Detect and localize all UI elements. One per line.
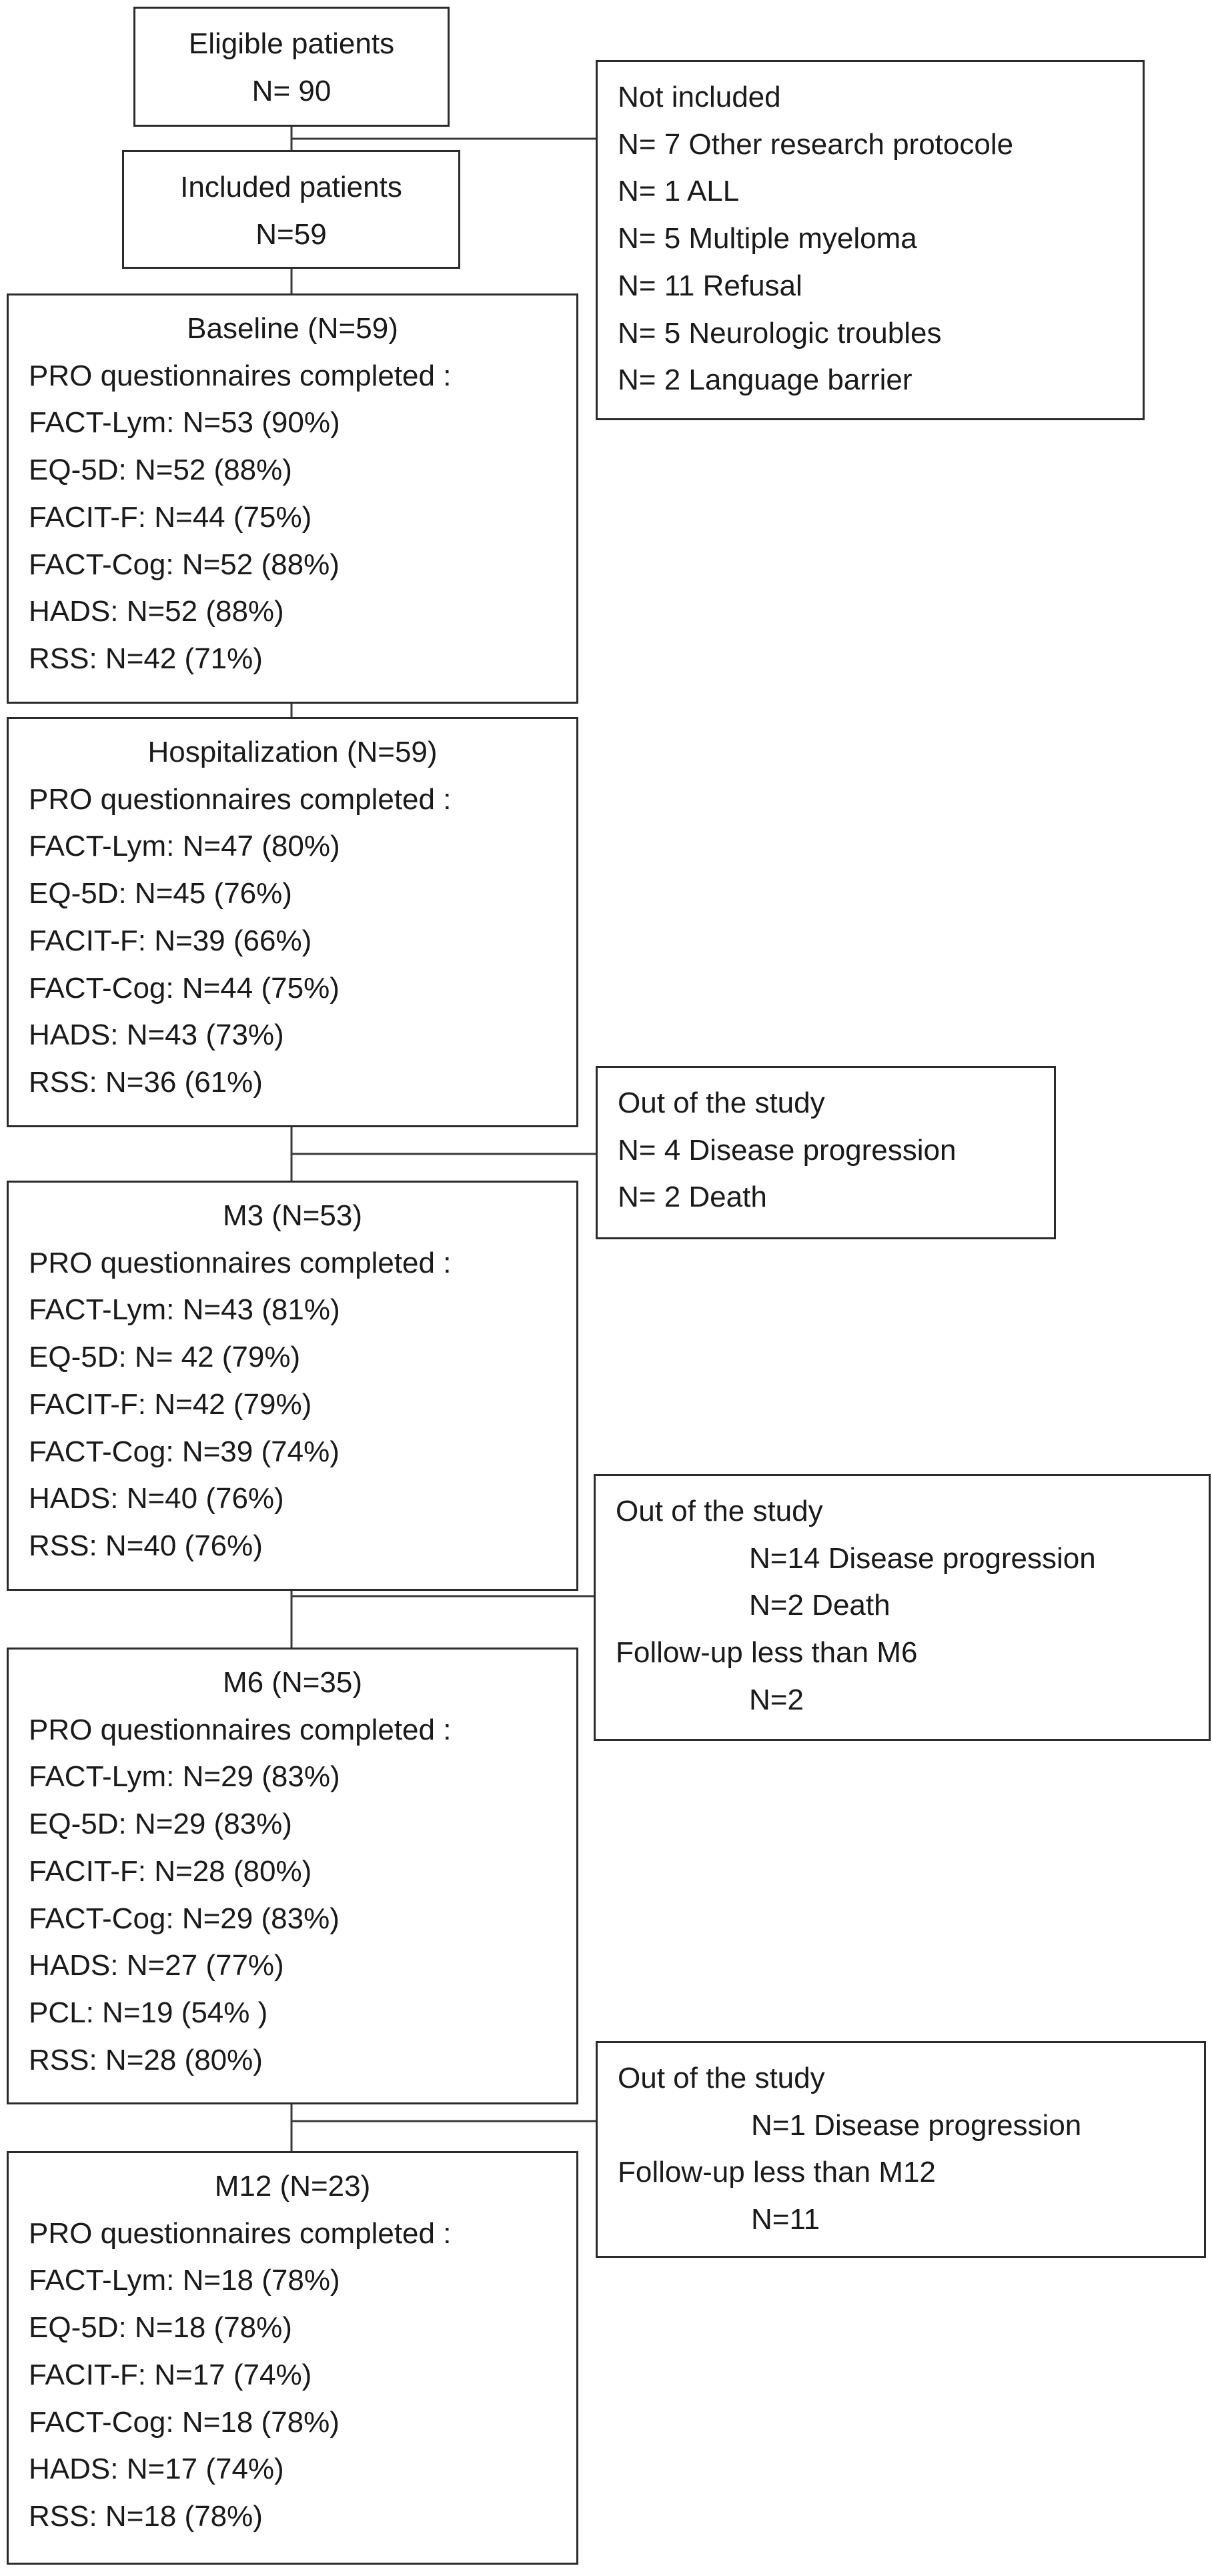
out-of-study-title: Out of the study [616, 1495, 823, 1527]
follow-up-count: N=11 [751, 2203, 820, 2236]
out-of-study-box-2: Out of the study N=14 Disease progressio… [594, 1474, 1211, 1741]
hospitalization-subtitle: PRO questionnaires completed : [29, 782, 452, 816]
questionnaire-item: FACT-Lym: N=47 (80%) [29, 830, 340, 863]
follow-up-label: Follow-up less than M6 [616, 1636, 918, 1670]
follow-up-count: N=2 [749, 1683, 804, 1716]
questionnaire-item: RSS: N=18 (78%) [29, 2499, 263, 2533]
m6-title: M6 (N=35) [222, 1666, 363, 1699]
questionnaire-item: EQ-5D: N=29 (83%) [29, 1808, 292, 1841]
eligible-count: N= 90 [251, 74, 332, 107]
questionnaire-item: FACT-Lym: N=29 (83%) [29, 1760, 340, 1794]
eligible-box: Eligible patients N= 90 [133, 7, 450, 127]
questionnaire-item: FACT-Lym: N=18 (78%) [29, 2264, 340, 2297]
questionnaire-item: HADS: N=17 (74%) [29, 2453, 284, 2486]
out-of-study-item: N=14 Disease progression [749, 1541, 1096, 1575]
questionnaire-item: HADS: N=52 (88%) [29, 595, 284, 628]
follow-up-label: Follow-up less than M12 [618, 2156, 936, 2189]
baseline-subtitle: PRO questionnaires completed : [29, 359, 452, 392]
questionnaire-item: FACIT-F: N=28 (80%) [29, 1854, 312, 1888]
questionnaire-item: FACIT-F: N=44 (75%) [29, 500, 312, 534]
m3-title: M3 (N=53) [222, 1199, 363, 1232]
m12-subtitle: PRO questionnaires completed : [29, 2216, 452, 2250]
questionnaire-item: EQ-5D: N= 42 (79%) [29, 1341, 301, 1374]
exclusion-item: N= 5 Neurologic troubles [618, 316, 942, 350]
baseline-box: Baseline (N=59) PRO questionnaires compl… [7, 293, 578, 704]
questionnaire-item: FACT-Cog: N=44 (75%) [29, 971, 340, 1005]
questionnaire-item: RSS: N=40 (76%) [29, 1529, 263, 1562]
included-title: Included patients [180, 171, 402, 203]
questionnaire-item: FACT-Cog: N=39 (74%) [29, 1435, 340, 1468]
m6-box: M6 (N=35) PRO questionnaires completed :… [7, 1648, 578, 2104]
questionnaire-item: RSS: N=36 (61%) [29, 1065, 263, 1099]
m6-subtitle: PRO questionnaires completed : [29, 1713, 452, 1746]
questionnaire-item: FACT-Cog: N=29 (83%) [29, 1902, 340, 1935]
questionnaire-item: PCL: N=19 (54% ) [29, 1996, 268, 2029]
questionnaire-item: FACT-Cog: N=18 (78%) [29, 2405, 340, 2439]
questionnaire-item: HADS: N=27 (77%) [29, 1949, 284, 1982]
questionnaire-item: RSS: N=28 (80%) [29, 2043, 263, 2076]
out-of-study-box-3: Out of the study N=1 Disease progression… [596, 2041, 1206, 2258]
exclusion-item: N= 2 Language barrier [618, 364, 913, 397]
included-box: Included patients N=59 [122, 150, 460, 269]
questionnaire-item: FACT-Cog: N=52 (88%) [29, 548, 340, 581]
out-of-study-title: Out of the study [618, 2062, 825, 2094]
questionnaire-item: FACIT-F: N=17 (74%) [29, 2358, 312, 2391]
out-of-study-item: N= 4 Disease progression [618, 1133, 957, 1167]
questionnaire-item: EQ-5D: N=18 (78%) [29, 2311, 292, 2345]
questionnaire-item: HADS: N=40 (76%) [29, 1482, 284, 1515]
out-of-study-title: Out of the study [618, 1087, 825, 1119]
m3-box: M3 (N=53) PRO questionnaires completed :… [7, 1181, 578, 1591]
hospitalization-box: Hospitalization (N=59) PRO questionnaire… [7, 717, 578, 1127]
questionnaire-item: FACT-Lym: N=43 (81%) [29, 1293, 340, 1327]
included-count: N=59 [255, 217, 327, 251]
exclusion-item: N= 11 Refusal [618, 269, 802, 302]
questionnaire-item: HADS: N=43 (73%) [29, 1019, 284, 1052]
eligible-title: Eligible patients [188, 27, 395, 60]
questionnaire-item: FACIT-F: N=42 (79%) [29, 1387, 312, 1421]
exclusion-item: N= 5 Multiple myeloma [618, 222, 917, 255]
m12-box: M12 (N=23) PRO questionnaires completed … [7, 2151, 578, 2565]
m12-title: M12 (N=23) [214, 2170, 371, 2202]
not-included-title: Not included [618, 81, 781, 113]
out-of-study-item: N=1 Disease progression [751, 2108, 1082, 2142]
questionnaire-item: RSS: N=42 (71%) [29, 642, 263, 675]
not-included-box: Not included N= 7 Other research protoco… [596, 60, 1145, 420]
exclusion-item: N= 7 Other research protocole [618, 127, 1014, 161]
baseline-title: Baseline (N=59) [187, 312, 398, 345]
m3-subtitle: PRO questionnaires completed : [29, 1246, 452, 1279]
exclusion-item: N= 1 ALL [618, 175, 740, 208]
questionnaire-item: EQ-5D: N=45 (76%) [29, 877, 292, 910]
hospitalization-title: Hospitalization (N=59) [147, 736, 438, 768]
questionnaire-item: EQ-5D: N=52 (88%) [29, 454, 292, 487]
out-of-study-item: N=2 Death [749, 1589, 890, 1622]
out-of-study-box-1: Out of the study N= 4 Disease progressio… [596, 1066, 1056, 1239]
questionnaire-item: FACIT-F: N=39 (66%) [29, 924, 312, 957]
questionnaire-item: FACT-Lym: N=53 (90%) [29, 406, 340, 440]
out-of-study-item: N= 2 Death [618, 1181, 767, 1214]
